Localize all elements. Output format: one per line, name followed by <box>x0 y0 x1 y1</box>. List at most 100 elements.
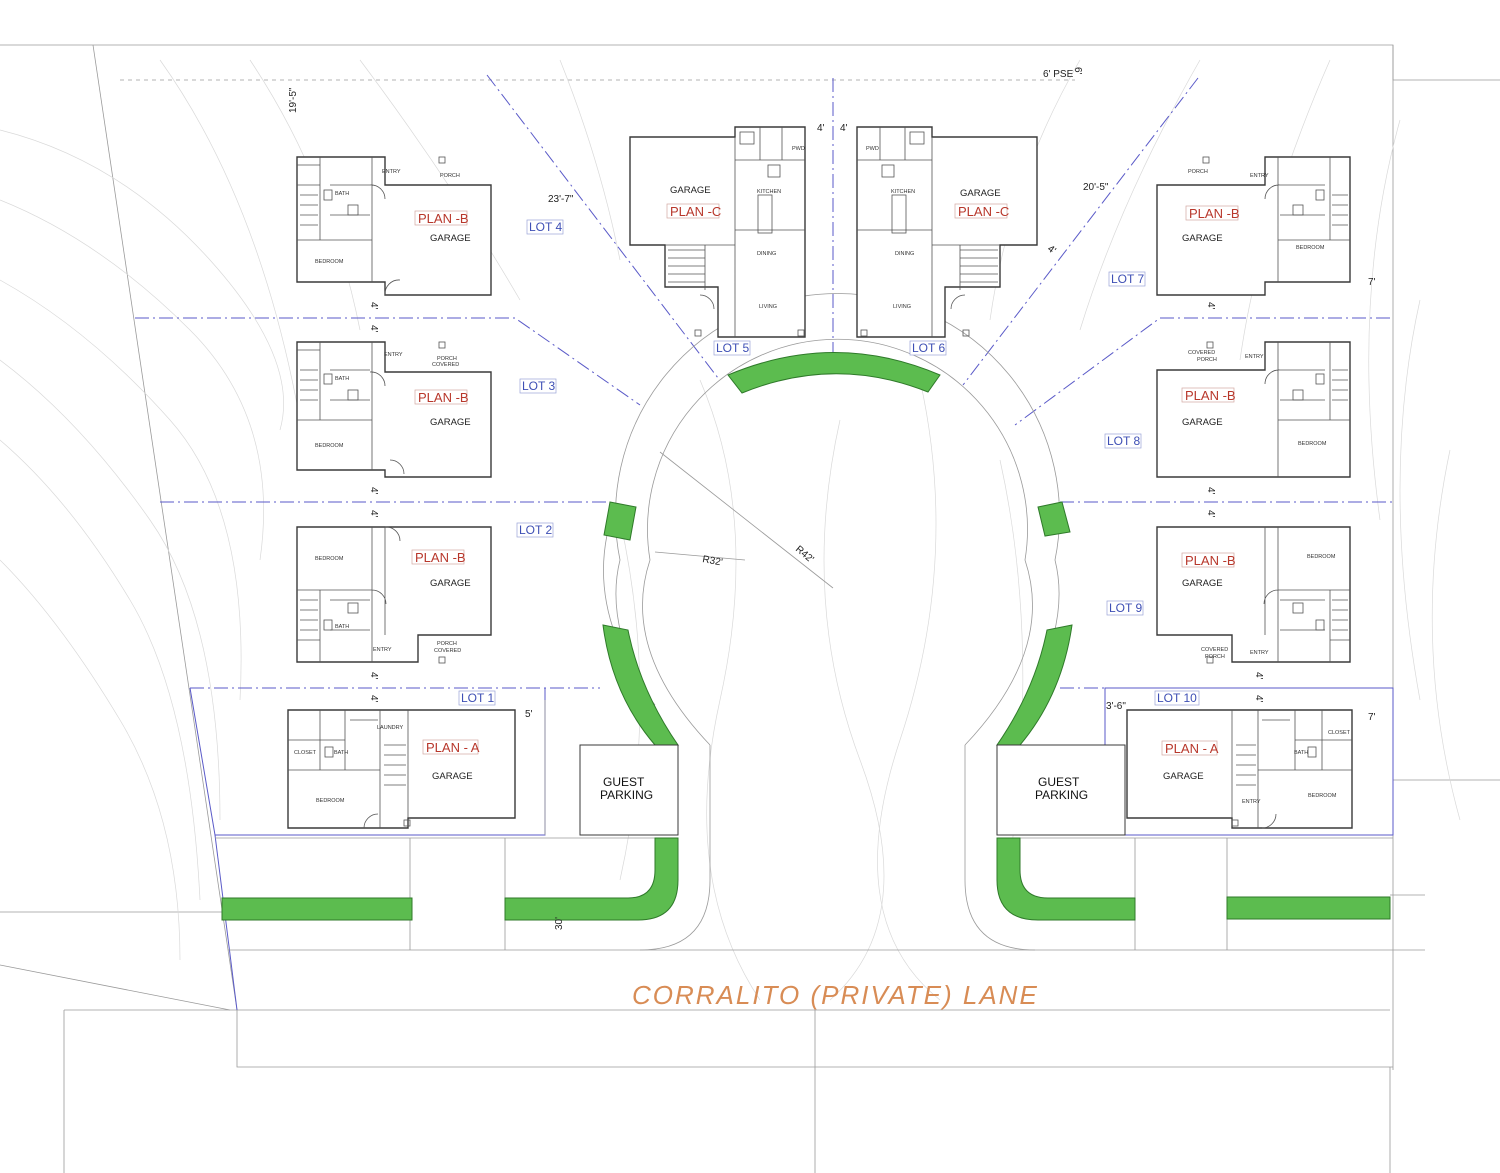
outer-radius-dimension: R42' <box>793 544 816 566</box>
lot3-label: LOT 3 <box>522 379 555 393</box>
gap-dimension: 4' <box>840 123 848 134</box>
bath-label: BATH <box>335 376 349 382</box>
dining-label: DINING <box>895 251 914 257</box>
plan-label: PLAN -C <box>670 204 721 219</box>
lot5-label: LOT 5 <box>716 341 749 355</box>
covered-label: COVERED <box>1188 350 1215 356</box>
plan-label: PLAN -B <box>1189 206 1240 221</box>
entry-label: ENTRY <box>382 169 401 175</box>
side-setback-dimension: 7' <box>1368 277 1376 288</box>
lot4-house: ENTRY PORCH BATH BEDROOM PLAN -B GARAGE <box>296 156 492 296</box>
garage-label: GARAGE <box>430 578 471 589</box>
plan-label: PLAN -B <box>415 550 466 565</box>
gap-dimension: 4' <box>368 302 379 310</box>
closet-label: CLOSET <box>1328 730 1351 736</box>
guest-label: GUEST <box>1038 775 1080 789</box>
gap-dimension: 4' <box>1205 302 1216 310</box>
bedroom-label: BEDROOM <box>315 556 344 562</box>
porch-label: PORCH <box>1197 357 1217 363</box>
lot2-label: LOT 2 <box>519 523 552 537</box>
pwd-label: PWD <box>792 146 805 152</box>
lot-labels: LOT 4 LOT 3 LOT 2 LOT 1 LOT 5 LOT 6 LOT … <box>458 219 1200 706</box>
guest-label: GUEST <box>603 775 645 789</box>
garage-label: GARAGE <box>1182 417 1223 428</box>
road-width-dimension: 30' <box>554 917 565 930</box>
entry-label: ENTRY <box>1242 799 1261 805</box>
porch-label: PORCH <box>437 641 457 647</box>
lot9-label: LOT 9 <box>1109 601 1142 615</box>
plan-label: PLAN -C <box>958 204 1009 219</box>
lot3-house: ENTRY PORCH COVERED BATH BEDROOM PLAN -B… <box>296 341 492 478</box>
pse-offset-dimension: 6' <box>1072 67 1083 75</box>
inner-radius-dimension: R32' <box>701 554 723 568</box>
kitchen-label: KITCHEN <box>757 189 781 195</box>
lot5-house: PWD KITCHEN DINING LIVING GARAGE PLAN -C <box>629 126 806 338</box>
top-setback-dimension: 19'-5" <box>288 87 299 113</box>
bedroom-label: BEDROOM <box>315 443 344 449</box>
bedroom-label: BEDROOM <box>315 259 344 265</box>
lot6-house: PWD KITCHEN DINING LIVING GARAGE PLAN -C <box>856 126 1038 338</box>
garage-label: GARAGE <box>1182 578 1223 589</box>
garage-label: GARAGE <box>670 185 711 196</box>
covered-label: COVERED <box>434 648 461 654</box>
plan-label: PLAN -B <box>418 211 469 226</box>
living-label: LIVING <box>893 304 911 310</box>
bedroom-label: BEDROOM <box>1307 554 1336 560</box>
dining-label: DINING <box>757 251 776 257</box>
lot4-label: LOT 4 <box>529 220 562 234</box>
lot1-house: LAUNDRY CLOSET BATH BEDROOM PLAN - A GAR… <box>287 709 516 829</box>
lot8-label: LOT 8 <box>1107 434 1140 448</box>
plan-label: PLAN -B <box>1185 553 1236 568</box>
entry-label: ENTRY <box>1245 354 1264 360</box>
bedroom-label: BEDROOM <box>1298 441 1327 447</box>
porch-label: PORCH <box>440 173 460 179</box>
lot7-house: ENTRY PORCH BEDROOM PLAN -B GARAGE <box>1156 156 1351 296</box>
plan-label: PLAN -B <box>418 390 469 405</box>
plan-label: PLAN - A <box>426 740 480 755</box>
gap-dimension: 4' <box>817 123 825 134</box>
laundry-label: LAUNDRY <box>377 725 404 731</box>
garage-label: GARAGE <box>960 188 1001 199</box>
bath-label: BATH <box>1294 750 1308 756</box>
gap-dimension: 4' <box>368 325 379 333</box>
bath-label: BATH <box>335 624 349 630</box>
porch-label: PORCH <box>1205 654 1225 660</box>
lot10-label: LOT 10 <box>1157 691 1197 705</box>
porch-label: PORCH <box>437 356 457 362</box>
bath-label: BATH <box>334 750 348 756</box>
lot7-offset-dimension: 20'-5" <box>1083 182 1109 193</box>
street-name: CORRALITO (PRIVATE) LANE <box>632 980 1039 1010</box>
lot10-house: CLOSET BATH ENTRY BEDROOM PLAN - A GARAG… <box>1126 709 1353 829</box>
entry-label: ENTRY <box>373 647 392 653</box>
gap-dimension: 4' <box>368 510 379 518</box>
garage-label: GARAGE <box>432 771 473 782</box>
garage-label: GARAGE <box>430 233 471 244</box>
bedroom-label: BEDROOM <box>316 798 345 804</box>
lot9-house: BEDROOM ENTRY COVERED PORCH PLAN -B GARA… <box>1156 526 1351 664</box>
pse-dimension: 6' PSE <box>1043 69 1074 80</box>
entry-label: ENTRY <box>384 352 403 358</box>
gap-dimension: 4' <box>1205 487 1216 495</box>
bedroom-label: BEDROOM <box>1296 245 1325 251</box>
living-label: LIVING <box>759 304 777 310</box>
gap-dimension: 4' <box>368 487 379 495</box>
lot1-side-dimension: 5' <box>525 709 533 720</box>
kitchen-label: KITCHEN <box>891 189 915 195</box>
entry-label: ENTRY <box>1250 173 1269 179</box>
lot7-label: LOT 7 <box>1111 272 1144 286</box>
covered-label: COVERED <box>1201 647 1228 653</box>
parking-label: PARKING <box>1035 788 1088 802</box>
guest-parking-left: GUEST PARKING <box>579 744 679 836</box>
lot6-label: LOT 6 <box>912 341 945 355</box>
guest-parking-right: GUEST PARKING <box>996 744 1126 836</box>
gap-dimension: 4' <box>1253 672 1264 680</box>
bedroom-label: BEDROOM <box>1308 793 1337 799</box>
gap-dimension: 4' <box>1045 243 1058 256</box>
dimension-labels: 6' PSE 6' 19'-5" 23'-7" 20'-5" 4' 4' 4' … <box>288 67 1376 930</box>
cul-de-sac <box>221 293 1391 951</box>
gap-dimension: 4' <box>1253 695 1264 703</box>
bath-label: BATH <box>335 191 349 197</box>
covered-label: COVERED <box>432 362 459 368</box>
lot1-label: LOT 1 <box>461 691 494 705</box>
